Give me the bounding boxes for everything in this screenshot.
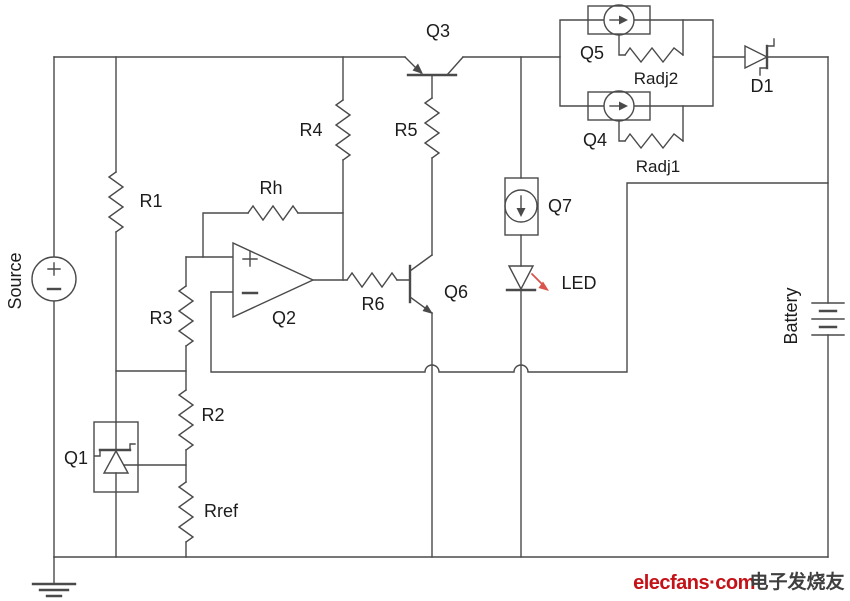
resistor-r2 <box>177 389 195 451</box>
q3-emitter-arrow-icon <box>412 63 423 74</box>
q5-box <box>587 5 651 35</box>
shunt-regulator-q1 <box>93 421 139 493</box>
label-radj2: Radj2 <box>634 69 678 88</box>
wire-q5q4-block <box>559 19 714 107</box>
q1-zener-hooks <box>94 443 136 457</box>
label-r5: R5 <box>394 120 417 140</box>
battery-long-plates <box>811 302 845 336</box>
resistor-r6 <box>346 271 398 289</box>
label-rref: Rref <box>204 501 239 521</box>
label-battery: Battery <box>781 287 801 344</box>
label-q5: Q5 <box>580 43 604 63</box>
wire-network <box>53 19 829 558</box>
resistor-r5 <box>423 97 441 159</box>
led-triangle <box>507 265 535 291</box>
transistor-q6 <box>408 254 433 314</box>
q7-arrow-icon <box>516 208 526 217</box>
current-source-q4 <box>587 90 651 122</box>
voltage-source-symbol <box>31 256 77 302</box>
opamp-triangle <box>232 241 315 319</box>
resistor-r1 <box>107 171 125 233</box>
q6-emitter-arrow-icon <box>422 304 433 314</box>
current-source-q5 <box>587 4 651 36</box>
label-q7: Q7 <box>548 196 572 216</box>
wire-radj1-links <box>618 105 684 142</box>
source-circle-icon <box>31 256 77 302</box>
label-r6: R6 <box>361 294 384 314</box>
q7-box <box>504 177 539 236</box>
label-q4: Q4 <box>583 130 607 150</box>
ground-bars <box>31 582 77 598</box>
label-r1: R1 <box>139 191 162 211</box>
resistor-radj1 <box>624 132 684 150</box>
wire-q1-links <box>115 421 187 558</box>
q6-leads <box>409 254 433 314</box>
transistor-q3 <box>404 56 464 77</box>
label-r2: R2 <box>201 405 224 425</box>
resistor-rref <box>177 481 195 543</box>
label-source: Source <box>5 252 25 309</box>
brand-logo: elecfans·com <box>633 572 755 594</box>
diode-d1 <box>744 38 775 76</box>
current-source-q7 <box>504 177 539 236</box>
label-q2: Q2 <box>272 308 296 328</box>
d1-triangle <box>744 44 769 70</box>
resistor-rh <box>247 204 299 222</box>
led-symbol <box>505 265 549 292</box>
label-radj1: Radj1 <box>636 157 680 176</box>
q1-box <box>93 421 139 493</box>
q4-box <box>587 91 651 121</box>
label-q3: Q3 <box>426 21 450 41</box>
label-q1: Q1 <box>64 448 88 468</box>
resistor-r4 <box>334 99 352 161</box>
source-plus-icon <box>47 262 61 276</box>
q4-arrow-icon <box>619 101 628 111</box>
opamp-plus-icon <box>242 251 258 267</box>
label-r4: R4 <box>299 120 322 140</box>
q1-zener-triangle <box>102 449 130 474</box>
label-led: LED <box>561 273 596 293</box>
resistor-r3 <box>177 285 195 347</box>
label-q6: Q6 <box>444 282 468 302</box>
label-r3: R3 <box>149 308 172 328</box>
wire-rh-links <box>202 212 344 258</box>
battery-symbol <box>811 302 845 336</box>
watermark: elecfans·com 电子发烧友 <box>633 570 844 594</box>
q3-leads <box>404 56 464 76</box>
label-rh: Rh <box>259 178 282 198</box>
wire-radj2-links <box>618 19 684 56</box>
battery-short-plates <box>818 309 838 329</box>
ground-icon <box>31 556 77 598</box>
d1-schottky-hooks <box>759 38 775 76</box>
wire-feedback-line <box>210 182 829 373</box>
resistor-radj2 <box>624 46 684 64</box>
label-d1: D1 <box>750 76 773 96</box>
led-light-arrow-icon <box>538 281 549 291</box>
q5-arrow-icon <box>619 15 628 25</box>
opamp-q2 <box>232 241 315 319</box>
labels: Source Battery R1 R3 R2 Rref Rh R4 R5 R6… <box>5 21 801 521</box>
resistors <box>107 46 684 543</box>
brand-logo-chinese: 电子发烧友 <box>749 570 844 593</box>
